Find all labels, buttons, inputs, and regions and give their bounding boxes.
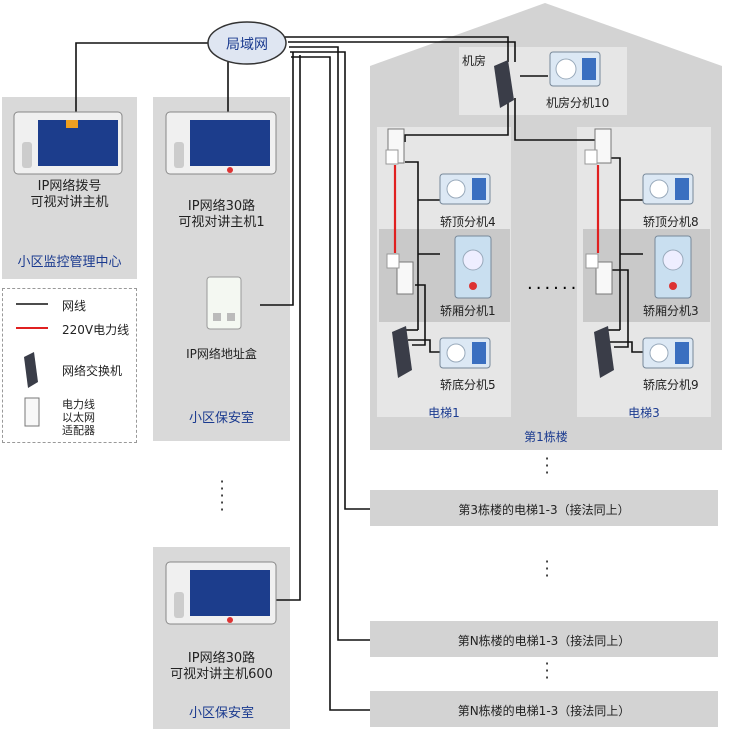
guard1-device-label: IP网络30路 可视对讲主机1: [178, 199, 265, 230]
machine-room-extension: [549, 51, 601, 87]
ellipsis-guard-rooms: ·····: [219, 472, 225, 519]
elevator3-car-label: 轿厢分机3: [643, 304, 699, 318]
guard600-footer: 小区保安室: [188, 706, 254, 721]
elevator3-bottom-label: 轿底分机9: [643, 378, 699, 392]
ip-30-channel-intercom-host-600: [165, 561, 277, 625]
elevator1-socket-top: [385, 149, 399, 165]
elevator1-top-extension: [439, 173, 491, 205]
ip-dial-intercom-host: [13, 111, 123, 175]
elevator3-socket-mid: [585, 253, 599, 269]
guard1-footer: 小区保安室: [188, 411, 254, 426]
machine-room-switch: [494, 60, 514, 108]
elevator1-bottom-label: 轿底分机5: [440, 378, 496, 392]
elevator3-socket-top: [584, 149, 598, 165]
legend-box: [2, 288, 137, 443]
machine-room-label: 机房: [462, 54, 487, 68]
legend-cable-label: 网线: [62, 299, 87, 313]
elevator3-car-extension: [654, 235, 692, 299]
elevator1-car-extension: [454, 235, 492, 299]
elevator1-top-label: 轿顶分机4: [440, 215, 496, 229]
ip-address-box: [206, 276, 242, 330]
guard600-device-label: IP网络30路 可视对讲主机600: [170, 651, 273, 682]
elevator1-car-label: 轿厢分机1: [440, 304, 496, 318]
elevator3-top-label: 轿顶分机8: [643, 215, 699, 229]
legend-adapter-label: 电力线 以太网 适配器: [62, 398, 95, 437]
elevator-ellipsis-h: ······: [527, 278, 580, 299]
legend-adapter-icon: [24, 397, 40, 427]
elevator3-bottom-extension: [642, 337, 694, 369]
legend-switch-label: 网络交换机: [62, 364, 123, 378]
row-building-n-b: 第N栋楼的电梯1-3（接法同上）: [457, 704, 631, 718]
elevator3-name: 电梯3: [628, 406, 660, 420]
elevator1-switch: [392, 326, 412, 378]
ip-30-channel-intercom-host-1: [165, 111, 277, 175]
ellipsis-buildings-3: ···: [544, 654, 550, 687]
center-footer: 小区监控管理中心: [17, 255, 122, 270]
machine-room-ext-label: 机房分机10: [546, 96, 610, 110]
legend-power-label: 220V电力线: [62, 323, 130, 337]
elevator3-switch: [594, 326, 614, 378]
elevator3-top-extension: [642, 173, 694, 205]
elevator1-name: 电梯1: [428, 406, 460, 420]
row-building-n-a: 第N栋楼的电梯1-3（接法同上）: [457, 634, 631, 648]
ellipsis-buildings-1: ···: [544, 449, 550, 482]
ellipsis-buildings-2: ···: [544, 552, 550, 585]
building-name: 第1栋楼: [524, 430, 568, 444]
lan-label: 局域网: [226, 37, 268, 53]
elevator3-adapter-mid: [595, 261, 613, 295]
row-building-3: 第3栋楼的电梯1-3（接法同上）: [458, 503, 630, 517]
legend-switch-icon: [24, 352, 38, 388]
address-box-label: IP网络地址盒: [186, 347, 257, 361]
elevator1-bottom-extension: [439, 337, 491, 369]
elevator3-adapter-top: [594, 128, 612, 164]
center-device-label: IP网络拨号 可视对讲主机: [30, 179, 109, 210]
lan-cloud: 局域网: [206, 19, 288, 67]
elevator1-socket-mid: [386, 253, 400, 269]
elevator1-adapter-mid: [396, 261, 414, 295]
